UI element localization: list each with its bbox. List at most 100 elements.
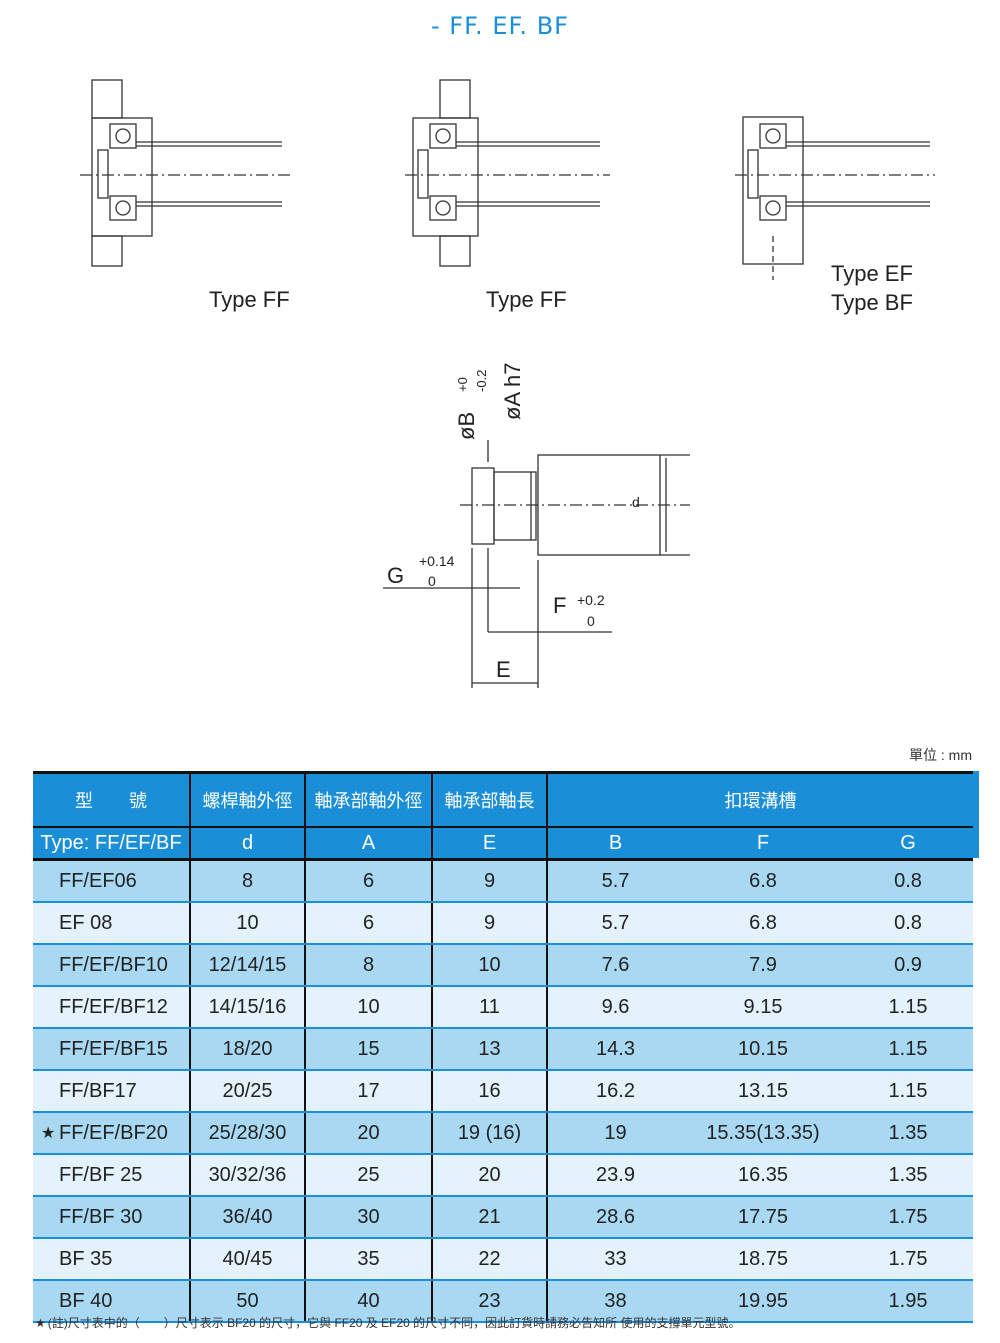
cell-model: EF 08 xyxy=(33,902,191,945)
cell-model: FF/BF17 xyxy=(33,1070,191,1113)
cell-a: 15 xyxy=(305,1028,433,1071)
model-name: FF/EF/BF15 xyxy=(59,1037,168,1060)
cell-model: FF/EF/BF15 xyxy=(33,1028,191,1071)
model-name: BF 40 xyxy=(59,1289,113,1312)
header-right-strip xyxy=(973,771,979,858)
cell-a: 25 xyxy=(305,1154,433,1197)
cell-e: 22 xyxy=(432,1238,548,1281)
support-unit-drawings xyxy=(80,79,935,688)
spec-table: 型 號 螺桿軸外徑 軸承部軸外徑 軸承部軸長 扣環溝槽 Type: FF/EF/… xyxy=(33,771,973,1323)
cell-g: 0.8 xyxy=(843,902,973,945)
model-name: FF/EF/BF12 xyxy=(59,995,168,1018)
header-clip: 扣環溝槽 xyxy=(547,771,973,827)
cell-d: 18/20 xyxy=(190,1028,306,1071)
model-name: FF/BF 30 xyxy=(59,1205,143,1228)
cell-f: 13.15 xyxy=(683,1070,843,1113)
star-icon: ★ xyxy=(41,1125,56,1142)
phi-a-label: øA h7 xyxy=(500,362,525,420)
model-name: FF/EF06 xyxy=(59,869,137,892)
cell-f: 7.9 xyxy=(683,944,843,987)
cell-g: 1.95 xyxy=(843,1280,973,1323)
shaft-dimension-drawing xyxy=(383,440,690,688)
subheader-d: d xyxy=(190,826,306,861)
model-name: FF/EF/BF10 xyxy=(59,953,168,976)
cell-f: 9.15 xyxy=(683,986,843,1029)
g-tol-plus: +0.14 xyxy=(419,553,455,569)
f-tol-zero: 0 xyxy=(587,613,595,629)
d-label: d xyxy=(632,494,640,510)
cell-f: 16.35 xyxy=(683,1154,843,1197)
cell-f: 19.95 xyxy=(683,1280,843,1323)
cell-g: 1.35 xyxy=(843,1112,973,1155)
e-label: E xyxy=(496,657,511,682)
cell-e: 11 xyxy=(432,986,548,1029)
cell-d: 10 xyxy=(190,902,306,945)
cell-model: FF/BF 25 xyxy=(33,1154,191,1197)
cell-g: 1.75 xyxy=(843,1196,973,1239)
type-bf-label: Type BF xyxy=(831,290,913,315)
model-name: BF 35 xyxy=(59,1247,113,1270)
type-ff-drawing-1 xyxy=(80,79,290,267)
footnote: ★(註)尺寸表中的（ ）尺寸表示 BF20 的尺寸，它與 FF20 及 EF20… xyxy=(35,1314,740,1331)
cell-a: 8 xyxy=(305,944,433,987)
type-ef-bf-drawing xyxy=(735,116,935,280)
cell-d: 36/40 xyxy=(190,1196,306,1239)
g-label: G xyxy=(387,563,405,588)
cell-d: 50 xyxy=(190,1280,306,1323)
cell-model: FF/BF 30 xyxy=(33,1196,191,1239)
cell-a: 6 xyxy=(305,859,433,903)
phi-b-tol-minus: -0.2 xyxy=(474,369,489,392)
f-label: F xyxy=(553,593,567,618)
subheader-g: G xyxy=(843,826,973,861)
cell-model: FF/EF06 xyxy=(33,859,191,903)
cell-b: 7.6 xyxy=(547,944,683,987)
model-name: FF/EF/BF20 xyxy=(59,1121,168,1144)
cell-d: 8 xyxy=(190,859,306,903)
model-name: FF/BF17 xyxy=(59,1079,137,1102)
cell-e: 19 (16) xyxy=(432,1112,548,1155)
cell-a: 20 xyxy=(305,1112,433,1155)
cell-model: FF/EF/BF12 xyxy=(33,986,191,1029)
cell-f: 6.8 xyxy=(683,859,843,903)
phi-b-label: øB xyxy=(454,411,479,440)
cell-e: 20 xyxy=(432,1154,548,1197)
cell-g: 0.8 xyxy=(843,859,973,903)
cell-d: 40/45 xyxy=(190,1238,306,1281)
subheader-f: F xyxy=(683,826,843,861)
cell-b: 23.9 xyxy=(547,1154,683,1197)
cell-e: 10 xyxy=(432,944,548,987)
star-icon: ★ xyxy=(35,1316,46,1330)
cell-e: 9 xyxy=(432,859,548,903)
cell-model: ★FF/EF/BF20 xyxy=(33,1112,191,1155)
subheader-b: B xyxy=(547,826,683,861)
cell-b: 14.3 xyxy=(547,1028,683,1071)
cell-b: 16.2 xyxy=(547,1070,683,1113)
cell-d: 12/14/15 xyxy=(190,944,306,987)
header-model: 型 號 xyxy=(33,771,191,827)
cell-model: BF 35 xyxy=(33,1238,191,1281)
header-d: 螺桿軸外徑 xyxy=(190,771,306,827)
cell-a: 30 xyxy=(305,1196,433,1239)
cell-e: 9 xyxy=(432,902,548,945)
unit-label: 單位 : mm xyxy=(909,747,972,763)
cell-b: 5.7 xyxy=(547,902,683,945)
model-name: FF/BF 25 xyxy=(59,1163,143,1186)
cell-g: 1.35 xyxy=(843,1154,973,1197)
cell-d: 20/25 xyxy=(190,1070,306,1113)
cell-b: 5.7 xyxy=(547,859,683,903)
cell-a: 35 xyxy=(305,1238,433,1281)
cell-b: 33 xyxy=(547,1238,683,1281)
cell-a: 6 xyxy=(305,902,433,945)
cell-g: 0.9 xyxy=(843,944,973,987)
type-ef-label: Type EF xyxy=(831,261,913,286)
subheader-a: A xyxy=(305,826,433,861)
